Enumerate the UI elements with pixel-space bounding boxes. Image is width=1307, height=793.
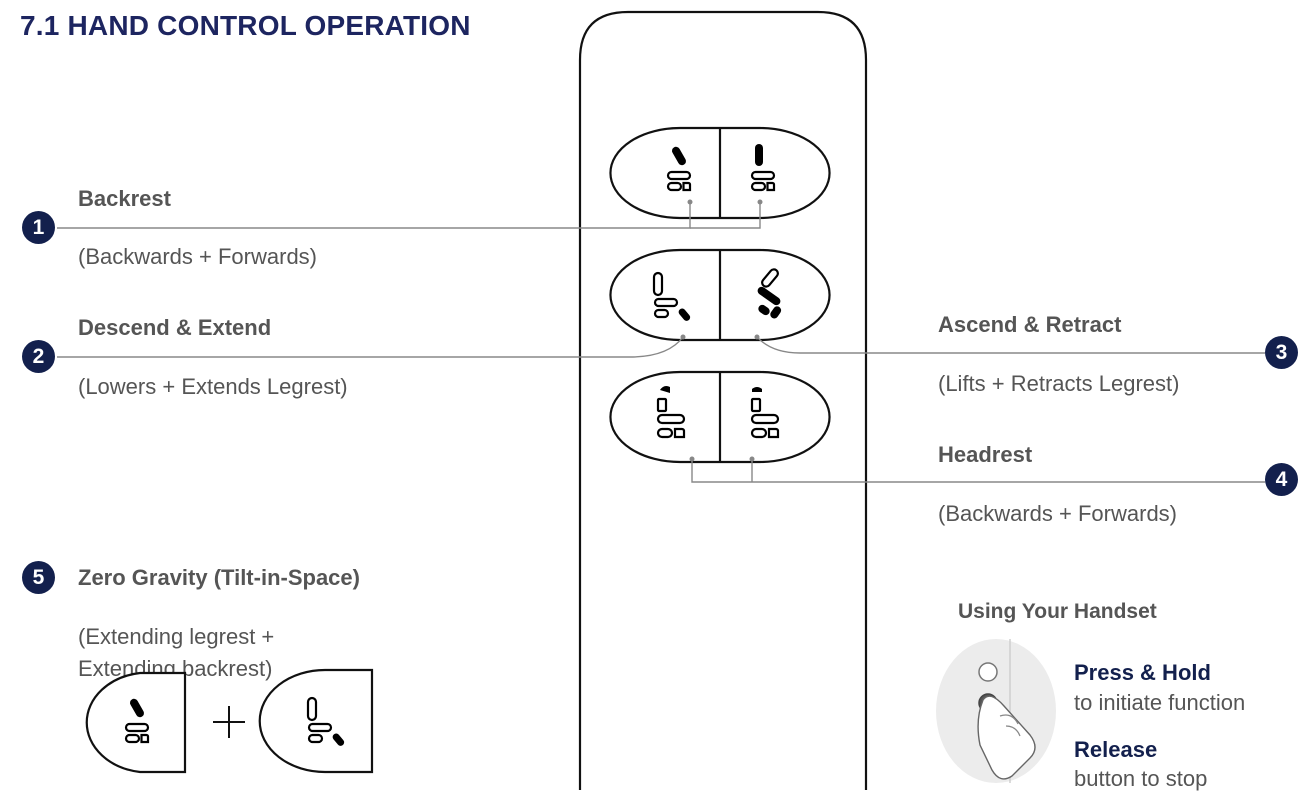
- item-2-sub: (Lowers + Extends Legrest): [78, 374, 348, 399]
- page-title: 7.1 HAND CONTROL OPERATION: [20, 10, 471, 41]
- handset-heading: Using Your Handset: [958, 600, 1157, 623]
- item-3-sub: (Lifts + Retracts Legrest): [938, 371, 1180, 396]
- plus-icon: [213, 706, 245, 738]
- chair-headrest-back-icon: [656, 386, 686, 439]
- item-5-label: Zero Gravity (Tilt-in-Space): [78, 565, 360, 590]
- item-1-sub: (Backwards + Forwards): [78, 244, 318, 269]
- item-3-badge: 3: [1265, 336, 1298, 369]
- release-title: Release: [1074, 737, 1158, 762]
- chair-headrest-forward-icon: [750, 387, 780, 439]
- item-3-label: Ascend & Retract: [938, 312, 1122, 337]
- finger-press-icon: [936, 639, 1056, 783]
- chair-backrest-recline-icon: [124, 698, 150, 744]
- item-1-label: Backrest: [78, 186, 171, 211]
- item-4-label: Headrest: [938, 442, 1033, 467]
- press-hold-title: Press & Hold: [1074, 660, 1211, 685]
- item-5-badge: 5: [22, 561, 55, 594]
- chair-backrest-upright-icon: [750, 144, 776, 192]
- item-5-sub-line-1: (Extending legrest +: [78, 624, 275, 649]
- zero-gravity-combo: [85, 668, 374, 774]
- chair-backrest-recline-icon: [666, 146, 692, 192]
- chair-descend-extend-icon: [652, 271, 691, 321]
- button-row-3: [609, 370, 831, 464]
- chair-ascend-retract-icon: [757, 268, 782, 319]
- chair-descend-extend-icon: [306, 696, 345, 746]
- leader-lines: [57, 202, 1265, 483]
- item-4-badge: 4: [1265, 463, 1298, 496]
- button-row-1: [609, 126, 831, 220]
- item-1-badge: 1: [22, 211, 55, 244]
- release-text: button to stop: [1074, 766, 1208, 791]
- press-hold-text: to initiate function: [1074, 690, 1246, 715]
- item-4-sub: (Backwards + Forwards): [938, 501, 1178, 526]
- leader-dots: [680, 199, 763, 462]
- button-row-2: [609, 248, 831, 342]
- item-2-badge: 2: [22, 340, 55, 373]
- item-2-label: Descend & Extend: [78, 315, 272, 340]
